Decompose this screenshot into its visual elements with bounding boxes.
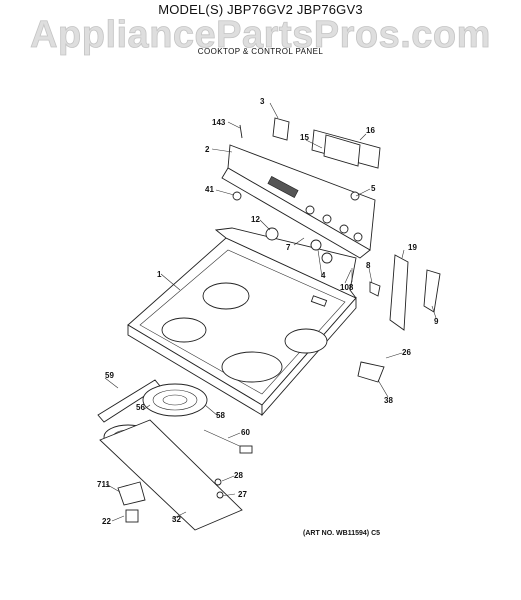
callout-59: 59 (105, 371, 114, 380)
callout-2: 2 (205, 145, 210, 154)
leader-lines (104, 102, 437, 522)
callout-1: 1 (157, 270, 162, 279)
callout-3: 3 (260, 97, 265, 106)
cooktop-assembly (127, 227, 357, 417)
watermark-logo: AppliancePartsPros.com (30, 14, 491, 57)
side-brackets (351, 254, 441, 383)
lower-parts (97, 379, 253, 531)
callout-143: 143 (212, 118, 226, 127)
callout-19: 19 (408, 243, 417, 252)
callout-16: 16 (366, 126, 375, 135)
model-title: MODEL(S) JBP76GV2 JBP76GV3 (158, 2, 363, 17)
callout-26: 26 (402, 348, 411, 357)
callout-41: 41 (205, 185, 214, 194)
callout-28: 28 (234, 471, 243, 480)
callout-711: 711 (97, 480, 110, 489)
callout-9: 9 (434, 317, 439, 326)
callout-8: 8 (366, 261, 371, 270)
callout-12: 12 (251, 215, 260, 224)
callout-27: 27 (238, 490, 247, 499)
diagram-subtitle: COOKTOP & CONTROL PANEL (197, 47, 324, 56)
callout-22: 22 (102, 517, 111, 526)
callout-5: 5 (371, 184, 376, 193)
callout-7: 7 (286, 243, 291, 252)
callout-15: 15 (300, 133, 309, 142)
callout-60: 60 (241, 428, 250, 437)
callout-58: 58 (216, 411, 225, 420)
callout-38: 38 (384, 396, 393, 405)
callout-32: 32 (172, 515, 181, 524)
art-number-note: (ART NO. WB11594) C5 (303, 530, 381, 537)
callout-4: 4 (321, 271, 326, 280)
callout-56: 56 (136, 403, 145, 412)
control-panel (221, 117, 381, 264)
callout-108: 108 (340, 283, 354, 292)
